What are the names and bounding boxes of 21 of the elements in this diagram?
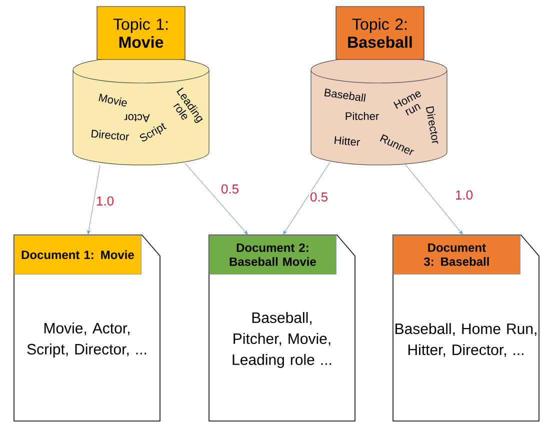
document-text: Baseball, Pitcher, Movie, Leading role ...	[232, 312, 332, 368]
edge-label: 1.0	[94, 195, 116, 207]
document-text: Movie, Actor, Script, Director, ...	[27, 322, 146, 358]
word-label: Hitter	[334, 136, 360, 146]
word-label: Script	[140, 122, 167, 142]
edge-label: 0.5	[308, 191, 330, 203]
word-label: Baseball	[324, 88, 366, 102]
word-label: Home run	[393, 91, 421, 116]
edge-label: 0.5	[220, 183, 240, 195]
word-label: Movie	[98, 94, 127, 106]
document-header: Document 1: Movie	[14, 235, 142, 274]
topic-label-box: Topic 2: Baseball	[336, 6, 424, 60]
word-label: Actor	[124, 114, 150, 122]
edge-label: 1.0	[454, 189, 474, 201]
topic-label-box: Topic 1: Movie	[96, 6, 186, 60]
word-label: Director	[426, 106, 438, 144]
word-label: Pitcher	[346, 112, 379, 120]
document-header: Document 3: Baseball	[393, 235, 520, 274]
document-text: Baseball, Home Run, Hitter, Director, ...	[396, 323, 536, 357]
word-label: Director	[91, 130, 130, 140]
document-header: Document 2: Baseball Movie	[209, 235, 336, 274]
